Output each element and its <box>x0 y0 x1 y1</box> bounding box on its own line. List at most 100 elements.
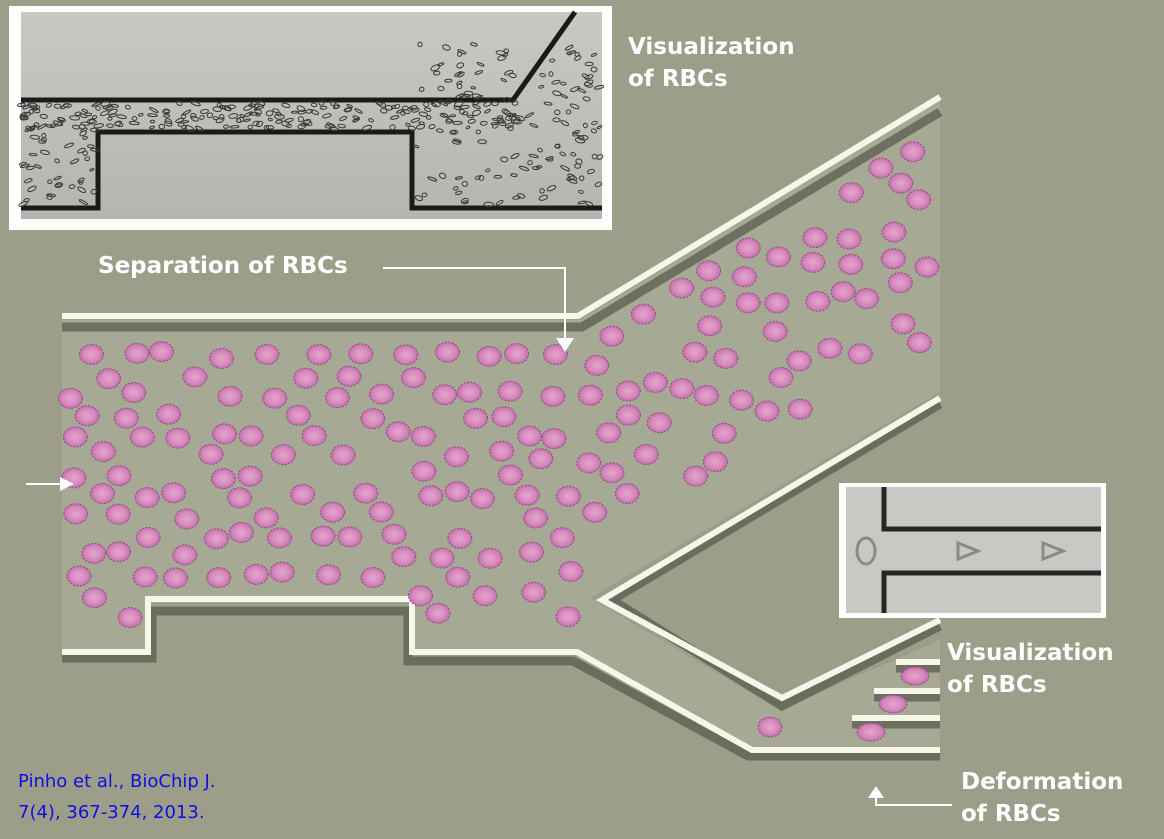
micrograph-cell <box>108 113 117 118</box>
micrograph-cell <box>89 127 100 133</box>
rbc-cell <box>391 546 417 568</box>
rbc-cell <box>489 440 514 462</box>
micrograph-cell <box>195 125 204 132</box>
rbc-cell <box>878 694 908 714</box>
label-visualization-bottom-line1: Visualization <box>947 640 1114 666</box>
micrograph-cell <box>116 114 127 120</box>
rbc-cell <box>161 482 187 504</box>
rbc-cell <box>521 581 547 603</box>
micrograph-cell <box>569 103 580 110</box>
micrograph-cell <box>22 104 32 110</box>
micrograph-cell <box>243 118 251 123</box>
micrograph-cell <box>20 163 30 169</box>
micrograph-cell <box>253 105 265 111</box>
rbc-cell <box>838 182 864 204</box>
rbc-cell <box>243 563 269 585</box>
micrograph-cell <box>380 108 388 114</box>
rbc-cell <box>425 602 451 624</box>
rbc-cell <box>888 172 914 194</box>
micrograph-cell <box>591 153 598 160</box>
micrograph-cell <box>439 112 449 118</box>
rbc-cell <box>754 400 780 422</box>
micrograph-cell <box>89 168 95 172</box>
micrograph-cell <box>511 100 519 106</box>
rbc-cell <box>217 385 243 407</box>
micrograph-cell <box>248 103 256 108</box>
micrograph-cell <box>24 127 32 133</box>
micrograph-cell <box>163 113 171 118</box>
micrograph-cell <box>493 174 502 179</box>
micrograph-cell <box>516 193 526 199</box>
micrograph-cell <box>590 52 598 57</box>
rbc-cell <box>429 547 455 569</box>
label-visualization-top: Visualization of RBCs <box>628 31 795 95</box>
rbc-cell <box>683 465 709 487</box>
micrograph-cell <box>472 104 481 110</box>
rbc-cell <box>172 544 198 566</box>
rbc-cell <box>491 406 517 428</box>
rbc-cell <box>757 716 783 738</box>
micrograph-cell <box>515 116 521 121</box>
micrograph-cell <box>106 123 115 128</box>
micrograph-cell <box>265 125 275 130</box>
micrograph-cell <box>216 102 222 108</box>
rbc-cell <box>369 383 394 405</box>
micrograph-cell <box>86 118 96 124</box>
rbc-cell <box>541 428 567 450</box>
rbc-cell <box>163 567 188 589</box>
rbc-cell <box>57 387 83 409</box>
rbc-cell <box>854 288 880 310</box>
rbc-cell <box>476 345 502 367</box>
micrograph-cell <box>512 195 521 200</box>
micrograph-cell <box>590 66 598 73</box>
micrograph-cell <box>324 124 335 129</box>
micrograph-cell <box>578 134 589 141</box>
micrograph-cell <box>36 123 47 130</box>
micrograph-cell <box>215 117 225 124</box>
micrograph-cell <box>33 122 40 128</box>
micrograph-cell <box>344 107 352 112</box>
rbc-cell <box>411 460 437 482</box>
micrograph-cell <box>68 184 76 189</box>
micrograph-cell <box>538 84 545 89</box>
rbc-cell <box>457 381 483 403</box>
micrograph-cell <box>566 50 577 55</box>
micrograph-cell <box>593 84 605 90</box>
rbc-cell <box>385 421 411 443</box>
rbc-cell <box>880 248 906 270</box>
rbc-cell <box>906 189 932 211</box>
micrograph-cell <box>483 101 492 107</box>
micrograph-cell <box>158 123 166 130</box>
micrograph-cell <box>439 100 449 107</box>
micrograph-cell <box>57 117 67 123</box>
micrograph-cell <box>90 188 98 195</box>
micrograph-cell <box>297 109 307 115</box>
rbc-cell <box>90 483 115 504</box>
rbc-cell <box>336 365 362 387</box>
micrograph-cell <box>418 121 425 125</box>
micrograph-cell <box>492 123 499 129</box>
micrograph-cell <box>548 71 554 77</box>
rbc-cell <box>290 484 316 505</box>
micrograph-cell <box>322 113 332 119</box>
micrograph-cell <box>577 200 587 205</box>
rbc-cell <box>519 541 544 563</box>
micrograph-cell <box>437 85 445 92</box>
micrograph-cell <box>410 107 420 113</box>
rbc-cell <box>432 384 458 406</box>
micrograph-cell <box>46 194 53 200</box>
micrograph-cell <box>78 180 84 185</box>
micrograph-cell <box>549 58 556 63</box>
micrograph-cell <box>40 137 47 143</box>
micrograph-cell <box>274 113 285 120</box>
micrograph-cell <box>437 62 445 67</box>
rbc-cell <box>310 525 336 547</box>
rbc-cell <box>198 443 224 465</box>
micrograph-cell <box>410 117 421 123</box>
micrograph-cell <box>396 109 404 114</box>
rbc-cell <box>523 507 549 529</box>
micrograph-cell <box>337 123 346 129</box>
micrograph-cell <box>456 62 465 69</box>
micrograph-cell <box>554 143 561 149</box>
micrograph-cell <box>551 79 561 85</box>
